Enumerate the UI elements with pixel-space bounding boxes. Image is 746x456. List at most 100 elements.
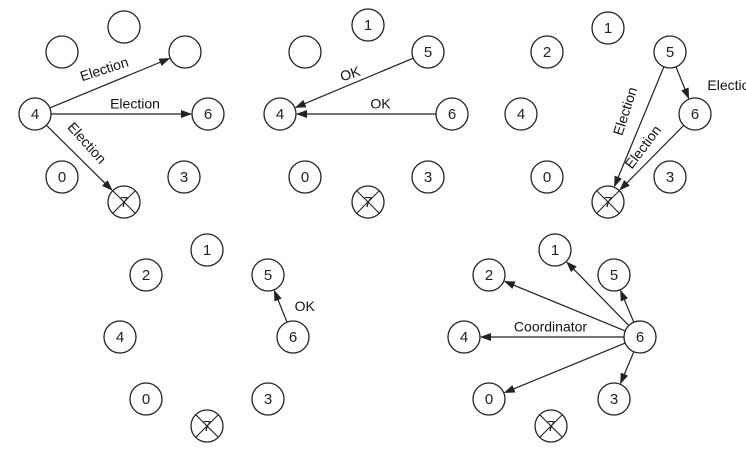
process-id-label: 3 xyxy=(666,169,674,186)
panel-c-arrow-n5-n6 xyxy=(675,66,690,100)
panel-d-process-node-4: 4 xyxy=(103,320,137,354)
process-circle xyxy=(168,35,202,69)
process-circle xyxy=(45,160,79,194)
crashed-cross-icon xyxy=(356,190,380,214)
panel-b-arrow-n5-n4 xyxy=(294,57,414,108)
panel-a-process-node-7: 7 xyxy=(107,185,141,219)
process-circle xyxy=(597,258,631,292)
crashed-cross-icon xyxy=(195,414,219,438)
panel-a-edge-label: Election xyxy=(78,54,130,85)
process-circle xyxy=(530,160,564,194)
panel-b-edge-label: OK xyxy=(338,63,363,85)
process-id-label: 3 xyxy=(424,169,432,186)
panel-c-process-node-0: 0 xyxy=(530,160,564,194)
panel-d-process-node-0: 0 xyxy=(129,382,163,416)
process-id-label: 7 xyxy=(604,194,612,211)
process-circle xyxy=(411,160,445,194)
process-id-label: 2 xyxy=(142,267,150,284)
process-id-label: 3 xyxy=(180,169,188,186)
process-circle xyxy=(623,320,657,354)
panel-d-process-node-5: 5 xyxy=(251,258,285,292)
panel-d-process-node-1: 1 xyxy=(190,233,224,267)
panel-e-arrow-n6-n2 xyxy=(503,280,626,332)
panel-c-process-node-1: 1 xyxy=(591,11,625,45)
crashed-cross-icon xyxy=(596,190,620,214)
process-id-label: 1 xyxy=(551,242,559,259)
process-id-label: 0 xyxy=(301,169,309,186)
panel-d-edge-label: OK xyxy=(295,298,316,314)
process-id-label: 2 xyxy=(543,44,551,61)
panel-e-process-node-6: 6 xyxy=(623,320,657,354)
process-circle xyxy=(472,382,506,416)
process-id-label: 4 xyxy=(276,106,284,123)
panel-b-process-node-1: 1 xyxy=(351,8,385,42)
panel-e-process-node-1: 1 xyxy=(538,233,572,267)
panel-b-process-node-7: 7 xyxy=(351,185,385,219)
panel-e-arrow-n6-n0 xyxy=(503,342,626,394)
panel-c-arrow-n6-n7 xyxy=(619,124,685,191)
panel-e-process-node-4: 4 xyxy=(447,320,481,354)
process-id-label: 2 xyxy=(485,267,493,284)
process-circle xyxy=(129,258,163,292)
process-circle xyxy=(653,160,687,194)
process-id-label: 0 xyxy=(142,391,150,408)
process-circle xyxy=(190,233,224,267)
process-circle xyxy=(276,320,310,354)
process-id-label: 3 xyxy=(610,391,618,408)
panel-e-process-node-2: 2 xyxy=(472,258,506,292)
panel-a-process-node-4: 4 xyxy=(18,97,52,131)
panel-d-process-node-7: 7 xyxy=(190,409,224,443)
process-id-label: 5 xyxy=(610,267,618,284)
panel-e-process-node-7: 7 xyxy=(534,409,568,443)
process-circle xyxy=(45,35,79,69)
process-id-label: 7 xyxy=(547,418,555,435)
panel-e-process-node-0: 0 xyxy=(472,382,506,416)
panel-c-process-node-5: 5 xyxy=(653,35,687,69)
panel-d-process-node-6: 6 xyxy=(276,320,310,354)
process-id-label: 4 xyxy=(31,106,39,123)
process-circle xyxy=(447,320,481,354)
process-id-label: 0 xyxy=(543,169,551,186)
panel-d-process-node-2: 2 xyxy=(129,258,163,292)
panel-d-arrow-n6-n5 xyxy=(273,289,288,323)
process-circle xyxy=(251,382,285,416)
process-id-label: 4 xyxy=(517,106,525,123)
process-circle xyxy=(288,35,322,69)
process-id-label: 5 xyxy=(264,267,272,284)
panel-a-process-node-6: 6 xyxy=(191,97,225,131)
panel-e-process-node-3: 3 xyxy=(597,382,631,416)
process-circle xyxy=(351,8,385,42)
panel-c-process-node-7: 7 xyxy=(591,185,625,219)
panel-c-process-node-6: 6 xyxy=(678,97,712,131)
process-id-label: 5 xyxy=(666,44,674,61)
process-id-label: 0 xyxy=(485,391,493,408)
process-id-label: 4 xyxy=(116,329,124,346)
process-circle xyxy=(129,382,163,416)
crashed-cross-icon xyxy=(112,190,136,214)
panel-b-process-node-6: 6 xyxy=(435,97,469,131)
process-circle xyxy=(472,258,506,292)
process-id-label: 6 xyxy=(691,106,699,123)
process-id-label: 4 xyxy=(460,329,468,346)
panel-b-process-node-4: 4 xyxy=(263,97,297,131)
process-circle xyxy=(597,382,631,416)
panel-a-process-node-1 xyxy=(107,10,141,44)
process-id-label: 1 xyxy=(604,20,612,37)
process-id-label: 7 xyxy=(364,194,372,211)
panel-c-process-node-3: 3 xyxy=(653,160,687,194)
process-circle xyxy=(251,258,285,292)
process-circle xyxy=(678,97,712,131)
panel-c-edge-label: Election xyxy=(707,77,746,93)
process-id-label: 5 xyxy=(424,44,432,61)
process-circle xyxy=(263,97,297,131)
panel-e-arrow-n6-n5 xyxy=(620,289,635,323)
panel-d-process-node-3: 3 xyxy=(251,382,285,416)
panel-c-arrow-n5-n7 xyxy=(613,66,665,188)
process-circle xyxy=(288,160,322,194)
process-id-label: 6 xyxy=(636,329,644,346)
process-circle xyxy=(103,320,137,354)
process-id-label: 1 xyxy=(364,17,372,34)
process-id-label: 1 xyxy=(203,242,211,259)
process-circle xyxy=(167,160,201,194)
process-circle xyxy=(591,11,625,45)
